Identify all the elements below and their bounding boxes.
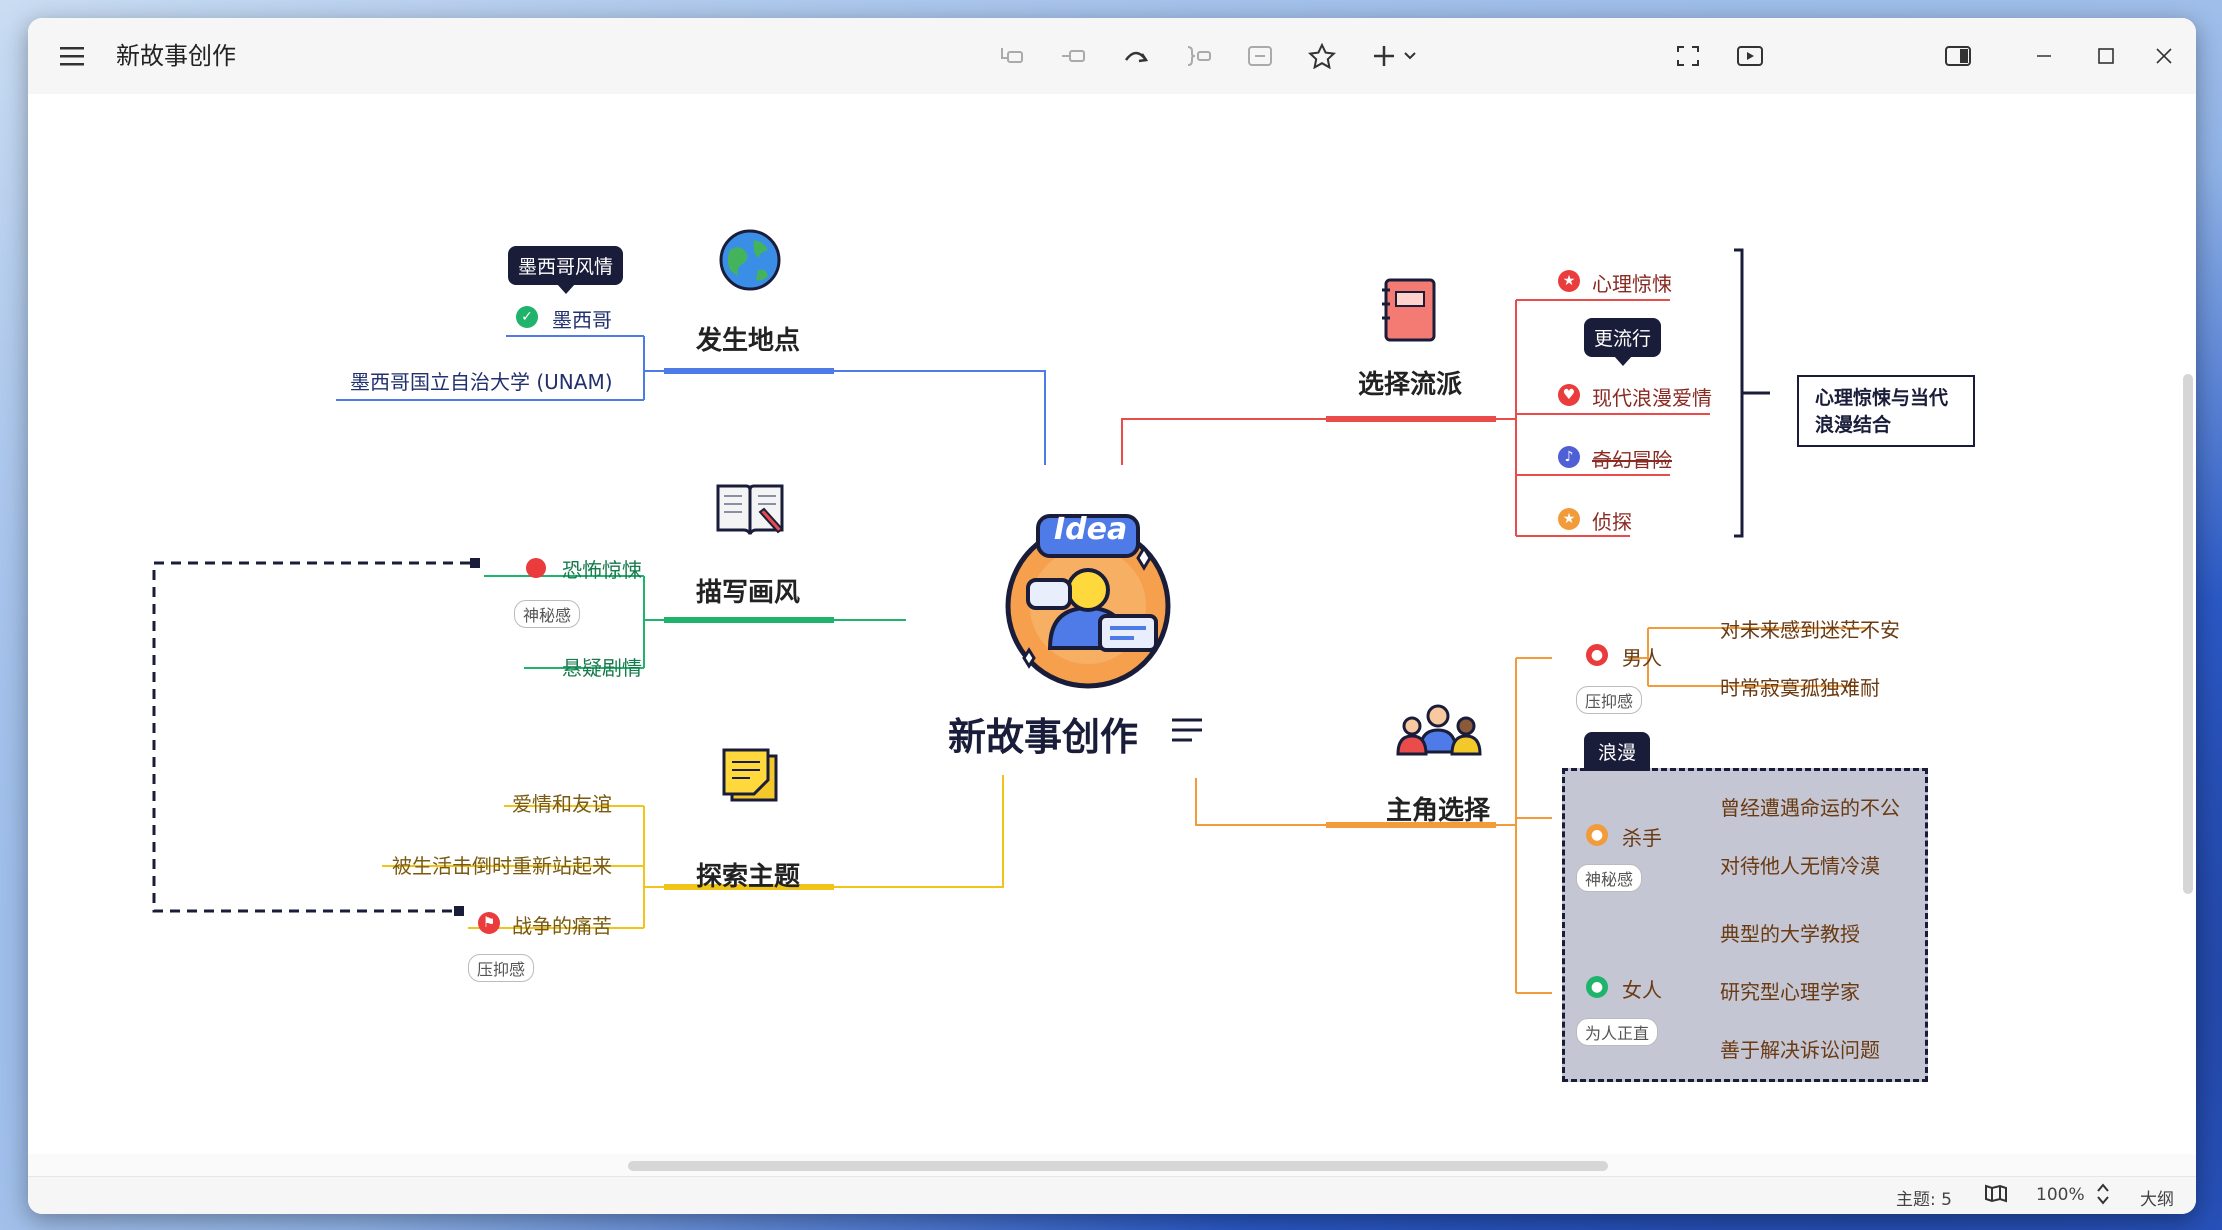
idea-illustration[interactable] <box>988 498 1188 698</box>
topic-detective[interactable]: 侦探 <box>1592 510 1632 534</box>
globe-icon <box>718 228 782 296</box>
topic-love-friendship[interactable]: 爱情和友谊 <box>512 792 612 816</box>
topic-woman-trait-2[interactable]: 研究型心理学家 <box>1720 980 1860 1004</box>
summary-topic[interactable]: 心理惊悚与当代浪漫结合 <box>1797 375 1975 447</box>
subtopic-icon[interactable] <box>1056 38 1092 74</box>
title-bar: 新故事创作 <box>28 18 2196 95</box>
topic-killer[interactable]: 杀手 <box>1622 826 1662 850</box>
vertical-scrollbar[interactable] <box>2180 94 2196 1154</box>
star-red-marker-icon[interactable]: ★ <box>1558 270 1580 292</box>
central-topic-label[interactable]: 新故事创作 <box>948 715 1139 759</box>
vertical-scroll-thumb[interactable] <box>2183 374 2193 894</box>
person-green-marker-icon[interactable]: ● <box>1586 976 1608 998</box>
branch-genre[interactable]: 选择流派 <box>1358 370 1463 400</box>
boundary-icon[interactable] <box>1242 38 1278 74</box>
summary-icon[interactable] <box>1180 38 1216 74</box>
notebook-icon <box>1378 276 1442 350</box>
fullscreen-icon[interactable] <box>1670 38 1706 74</box>
label-woman[interactable]: 为人正直 <box>1576 1018 1659 1046</box>
zoom-level[interactable]: 100% <box>2036 1185 2085 1205</box>
topic-killer-trait-2[interactable]: 对待他人无情冷漠 <box>1720 854 1880 878</box>
callout-mexico[interactable]: 墨西哥风情 <box>508 246 624 294</box>
insert-icon[interactable] <box>1366 38 1402 74</box>
topic-modern-romance[interactable]: 现代浪漫爱情 <box>1592 386 1712 410</box>
connector-lines <box>152 248 1890 1053</box>
book-icon <box>714 476 786 544</box>
person-red-marker-icon[interactable]: ● <box>1586 644 1608 666</box>
person-orange-marker-icon[interactable]: ● <box>1586 824 1608 846</box>
flag-marker-icon[interactable]: ⚑ <box>478 912 500 934</box>
callout-popular[interactable]: 更流行 <box>1584 318 1662 366</box>
topic-woman[interactable]: 女人 <box>1622 978 1662 1002</box>
document-title: 新故事创作 <box>116 42 236 70</box>
menu-icon[interactable] <box>54 38 90 74</box>
topic-horror[interactable]: 恐怖惊悚 <box>562 558 642 582</box>
topic-suspense[interactable]: 悬疑剧情 <box>562 656 642 680</box>
label-man[interactable]: 压抑感 <box>1576 686 1643 714</box>
boundary-title[interactable]: 浪漫 <box>1584 732 1651 771</box>
topic-unam[interactable]: 墨西哥国立自治大学 (UNAM) <box>350 370 613 394</box>
horizontal-scroll-thumb[interactable] <box>628 1161 1608 1171</box>
topic-woman-trait-3[interactable]: 善于解决诉讼问题 <box>1720 1038 1880 1062</box>
topic-killer-trait-1[interactable]: 曾经遭遇命运的不公 <box>1720 796 1900 820</box>
notes-icon[interactable] <box>1170 714 1204 750</box>
music-marker-icon[interactable]: ♪ <box>1558 446 1580 468</box>
branch-characters[interactable]: 主角选择 <box>1386 796 1491 826</box>
relationship-icon[interactable] <box>1118 38 1154 74</box>
topic-count: 主题: 5 <box>1896 1190 1952 1210</box>
branch-style[interactable]: 描写画风 <box>696 578 801 608</box>
presentation-icon[interactable] <box>1732 38 1768 74</box>
outline-button[interactable]: 大纲 <box>2140 1190 2174 1210</box>
red-dot-marker-icon[interactable] <box>526 558 546 578</box>
topic-man-trait-2[interactable]: 时常寂寞孤独难耐 <box>1720 676 1880 700</box>
topic-woman-trait-1[interactable]: 典型的大学教授 <box>1720 922 1860 946</box>
chevron-down-icon[interactable] <box>1392 38 1428 74</box>
minimize-icon[interactable] <box>2026 38 2062 74</box>
horizontal-scrollbar[interactable] <box>28 1154 2196 1176</box>
topic-man[interactable]: 男人 <box>1622 646 1662 670</box>
topic-mexico[interactable]: 墨西哥 <box>552 308 612 332</box>
label-killer[interactable]: 神秘感 <box>1576 864 1643 892</box>
status-bar: 主题: 5 100% 大纲 <box>28 1176 2196 1214</box>
idea-logo-text: Idea <box>1054 512 1128 547</box>
topic-fantasy-adventure[interactable]: 奇幻冒险 <box>1592 448 1672 472</box>
sibling-topic-icon[interactable] <box>994 38 1030 74</box>
people-icon <box>1396 702 1482 766</box>
topic-man-trait-1[interactable]: 对未来感到迷茫不安 <box>1720 618 1900 642</box>
topic-war-pain[interactable]: 战争的痛苦 <box>512 914 612 938</box>
label-oppression[interactable]: 压抑感 <box>468 954 535 982</box>
star-orange-marker-icon[interactable]: ★ <box>1558 508 1580 530</box>
topic-stand-up-again[interactable]: 被生活击倒时重新站起来 <box>392 854 612 878</box>
sticky-note-icon <box>720 744 784 812</box>
sidebar-toggle-icon[interactable] <box>1940 38 1976 74</box>
branch-location[interactable]: 发生地点 <box>696 326 801 356</box>
label-mystery[interactable]: 神秘感 <box>514 600 581 628</box>
map-view-icon[interactable] <box>1984 1183 2008 1208</box>
branch-theme[interactable]: 探索主题 <box>696 862 801 892</box>
zoom-stepper-icon[interactable] <box>2096 1181 2110 1212</box>
heart-marker-icon[interactable]: ♥ <box>1558 384 1580 406</box>
marker-icon[interactable] <box>1304 38 1340 74</box>
close-icon[interactable] <box>2146 38 2182 74</box>
app-window: 新故事创作 <box>28 18 2196 1214</box>
topic-psych-thriller[interactable]: 心理惊悚 <box>1592 272 1672 296</box>
maximize-icon[interactable] <box>2088 38 2124 74</box>
check-marker-icon[interactable]: ✓ <box>516 306 538 328</box>
